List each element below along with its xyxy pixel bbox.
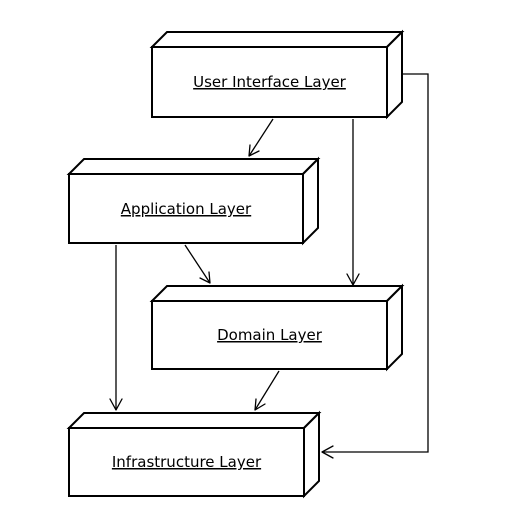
edge-domain-to-infrastructure [254, 370, 280, 411]
edge-ui-to-application [248, 118, 274, 157]
edge-application-to-infrastructure [109, 245, 123, 411]
edges [109, 73, 429, 459]
node-user-interface-layer: User Interface Layer [149, 29, 405, 120]
node-infrastructure-layer: Infrastructure Layer [66, 410, 322, 499]
edge-ui-to-domain [346, 119, 360, 286]
nodes: User Interface Layer Application Layer D… [66, 29, 405, 499]
node-label-domain-layer: Domain Layer [217, 326, 323, 344]
edge-application-to-domain [184, 244, 211, 284]
node-domain-layer: Domain Layer [149, 283, 405, 372]
node-label-infrastructure-layer: Infrastructure Layer [112, 453, 262, 471]
node-label-user-interface-layer: User Interface Layer [193, 73, 347, 91]
node-label-application-layer: Application Layer [121, 200, 252, 218]
edge-ui-to-infrastructure [321, 73, 429, 459]
node-application-layer: Application Layer [66, 156, 321, 246]
